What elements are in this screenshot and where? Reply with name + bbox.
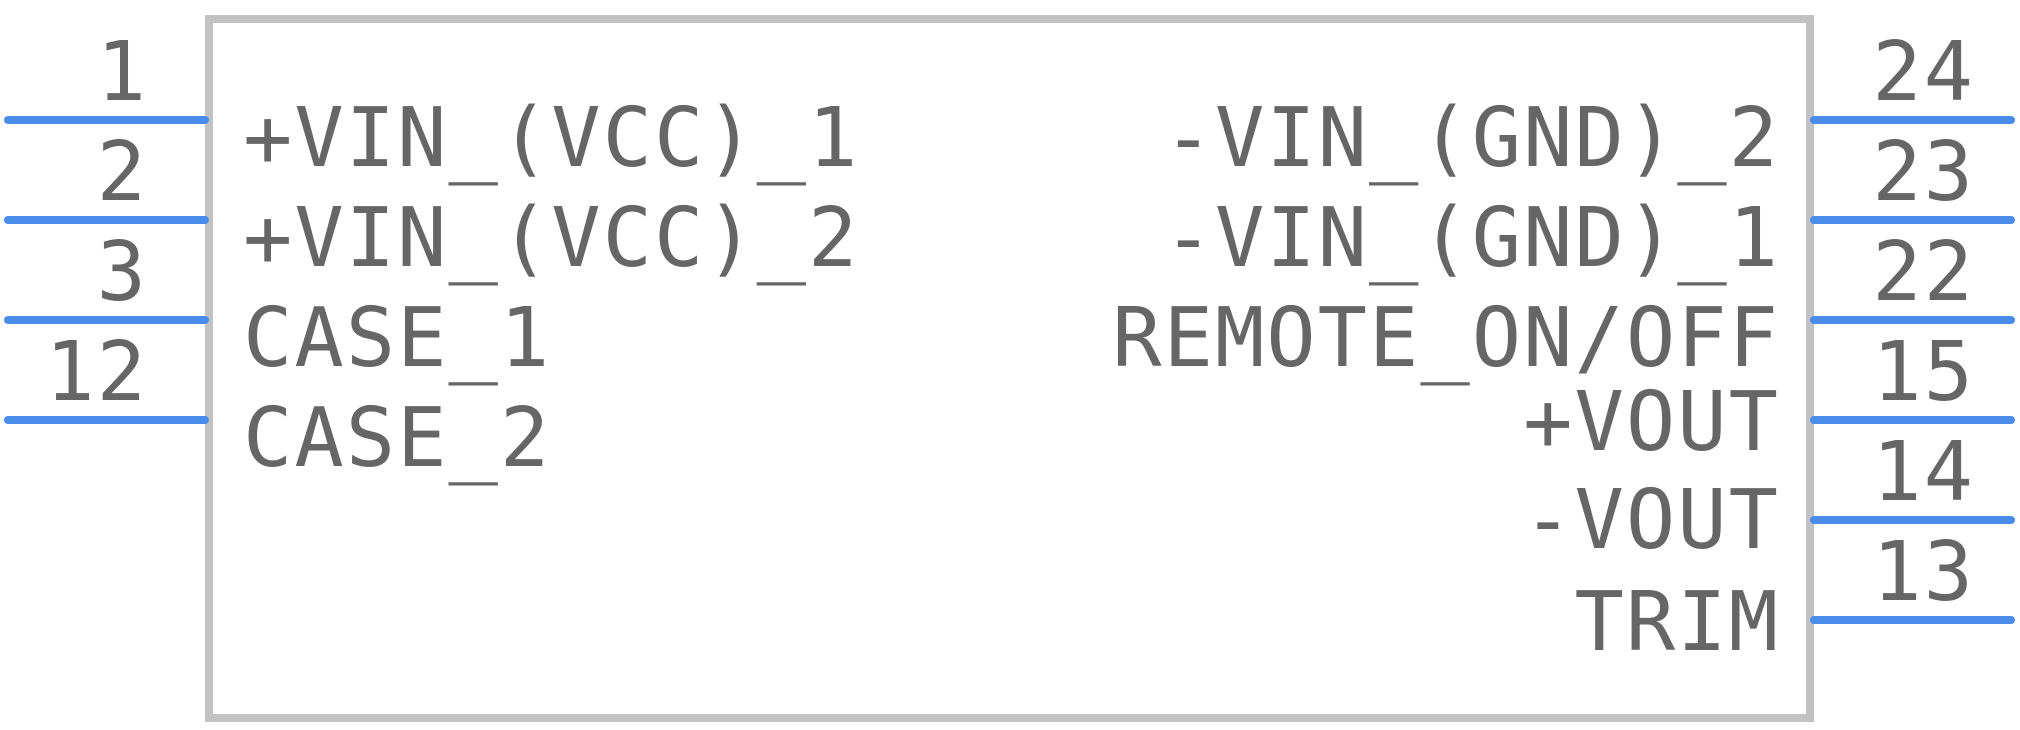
- pin-number: 22: [1872, 225, 1975, 320]
- pin-label: +VIN_(VCC)_1: [243, 91, 859, 186]
- pin-number: 2: [97, 125, 148, 220]
- component-body: [205, 15, 1814, 722]
- left-pin-1[interactable]: 1 +VIN_(VCC)_1: [4, 25, 859, 186]
- pin-number: 15: [1872, 325, 1975, 420]
- pin-number: 1: [97, 25, 148, 120]
- right-pin-15[interactable]: 15 +VOUT: [1523, 325, 2015, 470]
- right-pin-13[interactable]: 13 TRIM: [1575, 525, 2015, 670]
- pin-number: 3: [97, 225, 148, 320]
- pin-label: REMOTE_ON/OFF: [1112, 291, 1780, 386]
- pin-label: +VIN_(VCC)_2: [243, 191, 859, 286]
- pin-label: +VOUT: [1523, 375, 1780, 470]
- right-pin-24[interactable]: 24 -VIN_(GND)_2: [1164, 25, 2015, 186]
- right-pin-22[interactable]: 22 REMOTE_ON/OFF: [1112, 225, 2015, 386]
- pin-number: 12: [45, 325, 148, 420]
- pin-number: 13: [1872, 525, 1975, 620]
- pin-label: -VIN_(GND)_1: [1164, 191, 1780, 286]
- right-pin-14[interactable]: 14 -VOUT: [1523, 425, 2015, 568]
- pin-label: CASE_2: [243, 391, 551, 486]
- pin-number: 14: [1872, 425, 1975, 520]
- pin-number: 23: [1872, 125, 1975, 220]
- right-pin-23[interactable]: 23 -VIN_(GND)_1: [1164, 125, 2015, 286]
- left-pin-2[interactable]: 2 +VIN_(VCC)_2: [4, 125, 859, 286]
- pin-label: -VOUT: [1523, 473, 1780, 568]
- pin-label: TRIM: [1575, 575, 1780, 670]
- left-pin-3[interactable]: 3 CASE_1: [4, 225, 551, 386]
- pin-label: -VIN_(GND)_2: [1164, 91, 1780, 186]
- pin-number: 24: [1872, 25, 1975, 120]
- left-pin-12[interactable]: 12 CASE_2: [4, 325, 551, 486]
- pin-label: CASE_1: [243, 291, 551, 386]
